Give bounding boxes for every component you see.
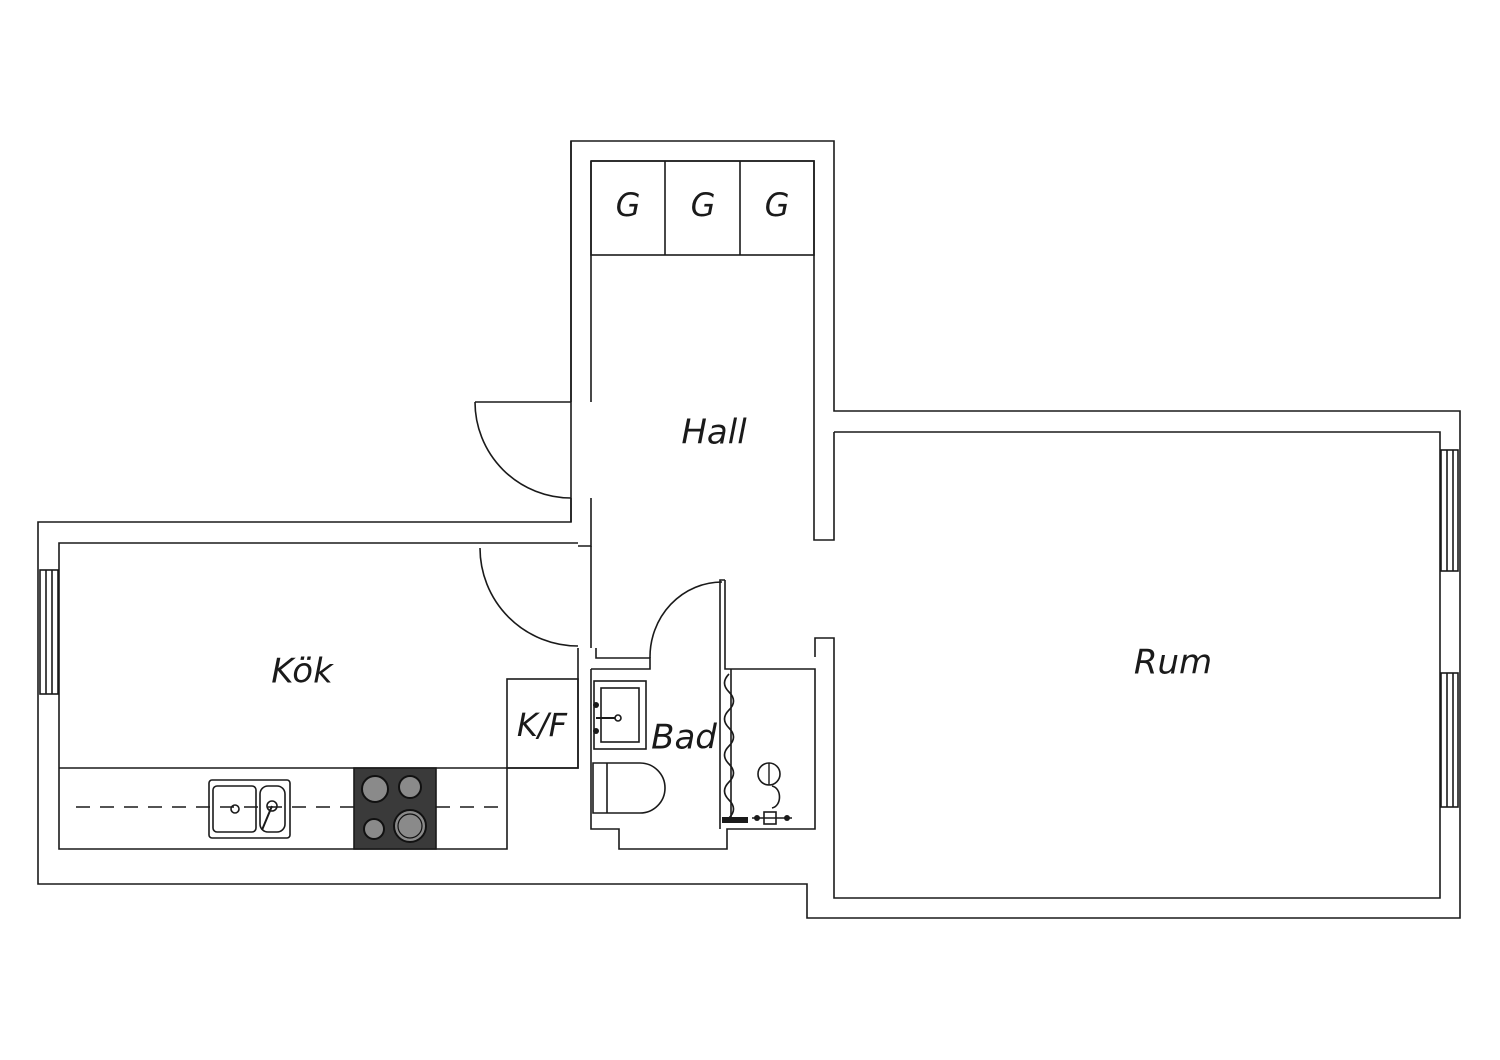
fridge-freezer: K/F	[506, 678, 579, 769]
kitchen-window	[39, 569, 59, 695]
bad-label: Bad	[651, 718, 717, 758]
rum-window-2	[1440, 672, 1459, 808]
shower-fixture	[752, 762, 792, 825]
bathroom-walls	[590, 546, 816, 850]
toilet	[592, 762, 666, 814]
kf-label: K/F	[517, 706, 568, 744]
outer-walls	[37, 140, 1461, 919]
closet-label-2: G	[691, 186, 716, 224]
closet-label-3: G	[765, 186, 790, 224]
kitchen-sink	[208, 779, 291, 839]
rum-window-1	[1440, 449, 1459, 572]
kitchen-walls	[58, 542, 579, 850]
entrance-door	[474, 401, 572, 499]
shower-curtain	[722, 669, 748, 823]
bathroom-door	[649, 581, 723, 659]
closet-label-1: G	[616, 186, 641, 224]
kitchen-door	[479, 547, 579, 647]
washbasin	[593, 680, 647, 750]
stove	[353, 767, 437, 850]
kok-label: Kök	[271, 652, 334, 692]
hall-label: Hall	[681, 413, 747, 453]
kitchen-counter	[59, 767, 507, 808]
rum-label: Rum	[1134, 643, 1212, 683]
rum-walls	[814, 431, 1441, 899]
closets: G G G	[590, 160, 815, 256]
